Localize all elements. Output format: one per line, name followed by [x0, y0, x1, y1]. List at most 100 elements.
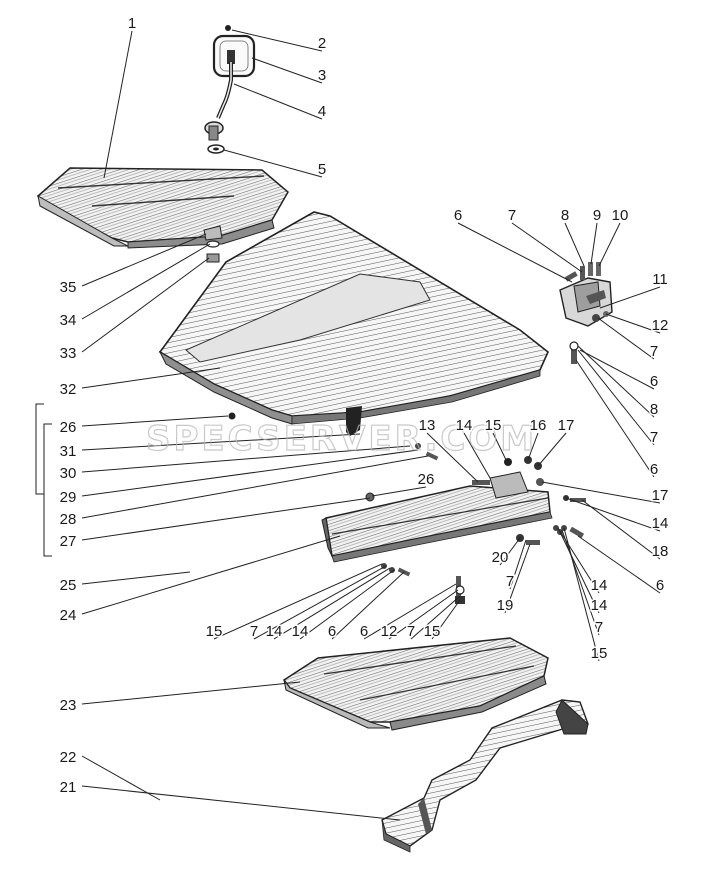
leader-line-c29	[81, 449, 419, 497]
callout-label: 26	[418, 471, 435, 488]
leader-line-c17a	[537, 432, 567, 467]
callout-label: 17	[652, 487, 669, 504]
callout-label: 19	[497, 597, 514, 614]
mirror-assembly	[204, 25, 256, 154]
frame-support-bracket	[381, 699, 589, 853]
leader-line-c35	[81, 233, 207, 287]
callout-label: 3	[318, 67, 326, 84]
callout-label: 25	[60, 577, 77, 594]
callout-label: 4	[318, 103, 326, 120]
callout-label: 2	[318, 35, 326, 52]
fender-fasteners	[228, 412, 439, 502]
leader-line-c31	[81, 433, 361, 451]
callout-label: 6	[650, 373, 658, 390]
leader-line-c12a	[605, 313, 661, 334]
callout-label: 12	[381, 623, 398, 640]
cover-fasteners	[203, 225, 223, 263]
leader-line-c20	[499, 537, 521, 566]
leader-line-c26a	[81, 415, 229, 427]
callout-label: 5	[318, 161, 326, 178]
callout-label: 8	[561, 207, 569, 224]
leader-line-c17b	[541, 481, 661, 504]
callout-label: 15	[206, 623, 223, 640]
leader-line-c6c	[575, 359, 655, 478]
leader-line-c7g	[410, 595, 461, 640]
callout-label: 12	[652, 317, 669, 334]
leader-line-c23	[81, 681, 301, 705]
callout-label: 32	[60, 381, 77, 398]
watermark-text: SPECSERVER.COM	[146, 419, 537, 459]
callout-label: 14	[456, 417, 473, 434]
leader-line-c14a	[463, 432, 491, 479]
callout-label: 9	[593, 207, 601, 224]
group-brackets	[35, 403, 52, 557]
callout-label: 6	[328, 623, 336, 640]
lower-step-plate	[282, 637, 549, 731]
callout-label: 10	[612, 207, 629, 224]
callout-label: 29	[60, 489, 77, 506]
callout-label: 26	[60, 419, 77, 436]
leader-line-c7c	[577, 349, 655, 446]
callout-label: 7	[407, 623, 415, 640]
leader-line-c6b	[579, 349, 655, 390]
leader-line-c4	[233, 83, 323, 120]
leader-line-c15b	[563, 527, 600, 662]
leader-line-c34	[81, 243, 211, 320]
leader-line-c11	[599, 286, 661, 309]
callout-label: 11	[652, 271, 668, 288]
callout-label: 20	[492, 549, 509, 566]
callout-label: 13	[419, 417, 436, 434]
callout-label: 1	[128, 15, 136, 32]
callout-label: 15	[424, 623, 441, 640]
callout-label: 27	[60, 533, 77, 550]
callout-label: 7	[650, 343, 658, 360]
leader-line-c6f	[363, 583, 457, 640]
callout-label: 17	[558, 417, 575, 434]
callout-label: 7	[595, 619, 603, 636]
callout-label: 7	[650, 429, 658, 446]
callout-label: 22	[60, 749, 77, 766]
fender-panel	[158, 211, 549, 436]
leader-line-c18	[581, 499, 661, 560]
callout-label: 15	[591, 645, 608, 662]
leader-line-c26b	[371, 486, 427, 497]
leader-line-c6d	[577, 535, 661, 594]
leader-line-c16	[527, 432, 539, 461]
leader-line-c1	[103, 30, 133, 179]
mounting-bracket-assembly	[559, 262, 613, 364]
callout-label: 6	[656, 577, 664, 594]
leader-line-c7d	[509, 539, 527, 590]
callout-label: 34	[60, 312, 77, 329]
callout-label: 14	[266, 623, 283, 640]
leader-line-c13	[426, 432, 479, 483]
callout-label: 14	[591, 597, 608, 614]
leader-line-c6a	[457, 222, 573, 283]
leader-line-c32	[81, 367, 221, 389]
leader-line-c8a	[564, 222, 585, 267]
leader-line-c7f	[253, 565, 387, 640]
leader-line-c15a	[492, 432, 509, 465]
leader-line-c14b	[565, 497, 661, 532]
leader-line-c6e	[331, 571, 405, 640]
leader-line-c9	[590, 222, 598, 265]
callout-label: 6	[650, 461, 658, 478]
leader-line-c10	[598, 222, 621, 267]
callout-label: 14	[591, 577, 608, 594]
leader-line-c8b	[577, 345, 655, 418]
leader-line-c15d	[431, 599, 461, 640]
leader-line-c7b	[597, 317, 655, 360]
leader-line-c2	[231, 29, 323, 52]
leader-line-c19	[504, 543, 531, 614]
leader-line-c30	[81, 445, 411, 473]
callout-label: 18	[652, 543, 669, 560]
callout-label: 6	[360, 623, 368, 640]
callout-label: 7	[250, 623, 258, 640]
callout-label: 35	[60, 279, 77, 296]
callout-label: 6	[454, 207, 462, 224]
leader-line-c28	[81, 455, 429, 519]
leader-line-c27	[81, 497, 371, 541]
leader-line-c25	[81, 571, 191, 585]
